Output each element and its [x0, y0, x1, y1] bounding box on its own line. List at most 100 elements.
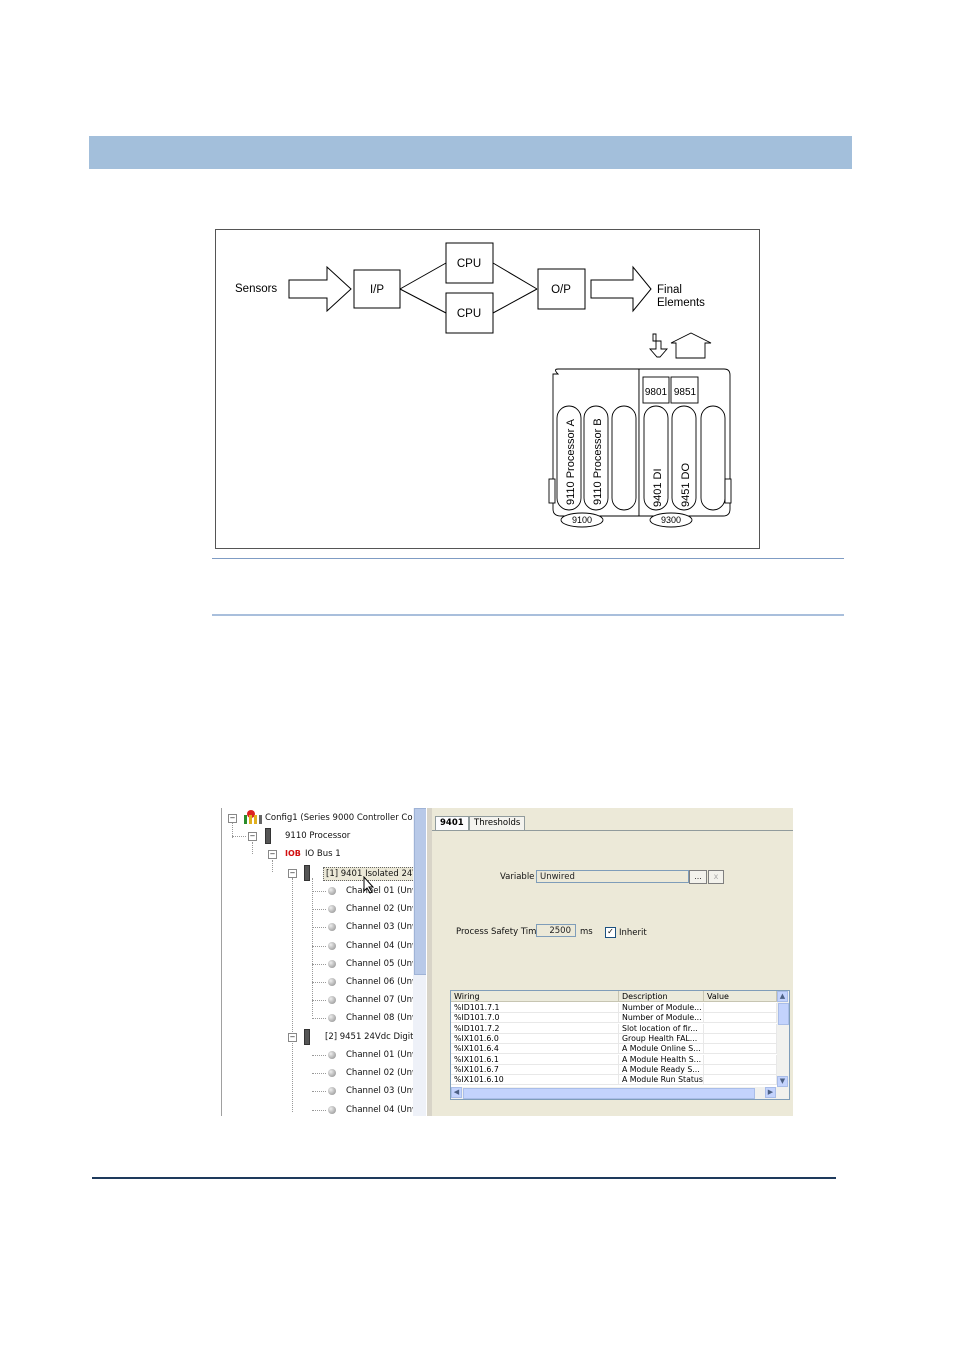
variable-browse-button[interactable]: ... [689, 870, 707, 884]
tree-node-channel[interactable]: Channel 02 (Unwi [346, 1068, 422, 1079]
grid-vertical-scrollbar[interactable]: ▲ ▼ [777, 991, 789, 1087]
controller-config-icon [242, 810, 262, 824]
channel-status-icon [328, 959, 336, 968]
tree-node-channel[interactable]: Channel 01 (Unwi [346, 886, 422, 896]
tree-node-channel[interactable]: Channel 05 (Unwi [346, 958, 422, 969]
tree-node-channel[interactable]: Channel 03 (Unwi [346, 922, 422, 933]
tree-node-channel[interactable]: Channel 01 (Unwi [346, 1050, 422, 1060]
processor-module-icon [265, 828, 271, 844]
grid-cell-wiring[interactable]: %IX101.6.10 [451, 1075, 619, 1086]
ip-label: I/P [370, 284, 384, 296]
scroll-up-icon[interactable]: ▲ [777, 991, 788, 1002]
tree-node-channel[interactable]: Channel 08 (Unwi [346, 1013, 422, 1024]
collapse-module1-toggle[interactable]: − [288, 869, 297, 878]
channel-status-icon [328, 905, 336, 914]
grid-header-description[interactable]: Description [619, 991, 704, 1002]
grid-cell-description[interactable]: Slot location of fir... [619, 1023, 704, 1034]
caption-rule-bottom [212, 614, 844, 616]
op-box [537, 268, 586, 310]
grid-cell-wiring[interactable]: %IX101.6.1 [451, 1054, 619, 1065]
grid-cell-value[interactable] [704, 1054, 777, 1065]
ip-box [353, 269, 401, 309]
tab-9401[interactable]: 9401 [435, 816, 469, 830]
scroll-down-icon[interactable]: ▼ [777, 1076, 788, 1087]
properties-panel: 9401 Thresholds Variable Unwired ... x P… [432, 808, 793, 1116]
grid-cell-value[interactable] [704, 1023, 777, 1034]
iob-icon: IOB [285, 849, 301, 858]
grid-cell-description[interactable]: Number of Module... [619, 1003, 704, 1013]
grid-cell-value[interactable] [704, 1003, 777, 1013]
grid-cell-wiring[interactable]: %IX101.6.7 [451, 1064, 619, 1075]
collapse-module2-toggle[interactable]: − [288, 1033, 297, 1042]
final-label-1: Final [657, 284, 682, 296]
tree-node-channel[interactable]: Channel 07 (Unwi [346, 995, 422, 1006]
grid-cell-wiring[interactable]: %IX101.6.4 [451, 1044, 619, 1055]
grid-cell-value[interactable] [704, 1075, 777, 1086]
grid-cell-wiring[interactable]: %ID101.7.1 [451, 1003, 619, 1013]
module-9451-icon [304, 1029, 310, 1045]
scroll-left-icon[interactable]: ◀ [451, 1087, 462, 1098]
grid-header-wiring[interactable]: Wiring [451, 991, 619, 1002]
process-safety-time-field[interactable]: 2500 [536, 924, 576, 937]
variable-label: Variable [500, 872, 535, 882]
mouse-cursor-icon [363, 876, 375, 894]
process-safety-time-label: Process Safety Time [456, 927, 542, 937]
grid-cell-description[interactable]: Group Health FAL... [619, 1033, 704, 1044]
grid-header-value[interactable]: Value [704, 991, 777, 1002]
controller-chassis [548, 332, 732, 528]
architecture-diagram: Sensors I/P CPU CPU O/P Final Elements [215, 229, 760, 549]
grid-horizontal-scrollbar[interactable]: ◀ ▶ [451, 1087, 789, 1099]
config-tree: − Config1 (Series 9000 Controller Config… [218, 808, 443, 1116]
tree-root-config1[interactable]: Config1 (Series 9000 Controller Configur… [265, 813, 443, 823]
configuration-screenshot: − Config1 (Series 9000 Controller Config… [218, 808, 793, 1116]
channel-status-icon [328, 1069, 336, 1078]
grid-cell-value[interactable] [704, 1044, 777, 1055]
caption-rule-top [212, 558, 844, 559]
grid-cell-description[interactable]: Number of Module... [619, 1013, 704, 1024]
tree-node-module-9401[interactable]: [1] 9401 Isolated 24Vdc [323, 867, 432, 881]
op-label: O/P [551, 284, 571, 296]
inherit-checkbox[interactable]: ✓ [605, 927, 616, 938]
cpu-bottom-label: CPU [457, 308, 481, 320]
collapse-root-toggle[interactable]: − [228, 814, 237, 823]
slot-processor-b-label: 9110 Processor B [592, 418, 604, 505]
collapse-processor-toggle[interactable]: − [248, 832, 257, 841]
grid-cell-description[interactable]: A Module Health S... [619, 1054, 704, 1065]
channel-status-icon [328, 1105, 336, 1114]
grid-cell-wiring[interactable]: %ID101.7.0 [451, 1013, 619, 1024]
grid-cell-wiring[interactable]: %ID101.7.2 [451, 1023, 619, 1034]
tree-node-9110-processor[interactable]: 9110 Processor [285, 831, 351, 841]
variable-clear-button[interactable]: x [708, 870, 724, 884]
base-9100-label: 9100 [572, 515, 592, 525]
grid-cell-description[interactable]: A Module Run Status [619, 1075, 704, 1086]
channel-status-icon [328, 941, 336, 950]
tree-node-channel[interactable]: Channel 04 (Unwi [346, 1104, 422, 1115]
grid-cell-value[interactable] [704, 1064, 777, 1075]
tree-node-module-9451[interactable]: [2] 9451 24Vdc Digital C [325, 1032, 430, 1042]
final-label-2: Elements [657, 297, 705, 309]
tree-node-channel[interactable]: Channel 03 (Unwi [346, 1086, 422, 1097]
variable-field[interactable]: Unwired [536, 870, 689, 883]
section-header-bar [89, 136, 852, 169]
channel-status-icon [328, 1014, 336, 1023]
channel-status-icon [328, 978, 336, 986]
tree-node-io-bus-1[interactable]: IO Bus 1 [305, 849, 341, 859]
cpu-box-bottom [445, 292, 494, 334]
scroll-right-icon[interactable]: ▶ [765, 1087, 776, 1098]
slot-9401-di-label: 9401 DI [652, 468, 664, 507]
tree-node-channel[interactable]: Channel 06 (Unwi [346, 977, 422, 987]
process-safety-time-unit: ms [580, 927, 593, 937]
grid-cell-value[interactable] [704, 1013, 777, 1024]
inherit-label: Inherit [619, 928, 647, 938]
module-9401-icon [304, 865, 310, 881]
tree-node-channel[interactable]: Channel 02 (Unwi [346, 904, 422, 915]
collapse-iobus-toggle[interactable]: − [268, 850, 277, 859]
tree-node-channel[interactable]: Channel 04 (Unwi [346, 940, 422, 951]
channel-status-icon [328, 887, 336, 895]
grid-cell-wiring[interactable]: %IX101.6.0 [451, 1033, 619, 1044]
base-9300-label: 9300 [661, 515, 681, 525]
grid-cell-value[interactable] [704, 1033, 777, 1044]
tab-thresholds[interactable]: Thresholds [469, 816, 526, 830]
grid-cell-description[interactable]: A Module Online S... [619, 1044, 704, 1055]
grid-cell-description[interactable]: A Module Ready S... [619, 1064, 704, 1075]
